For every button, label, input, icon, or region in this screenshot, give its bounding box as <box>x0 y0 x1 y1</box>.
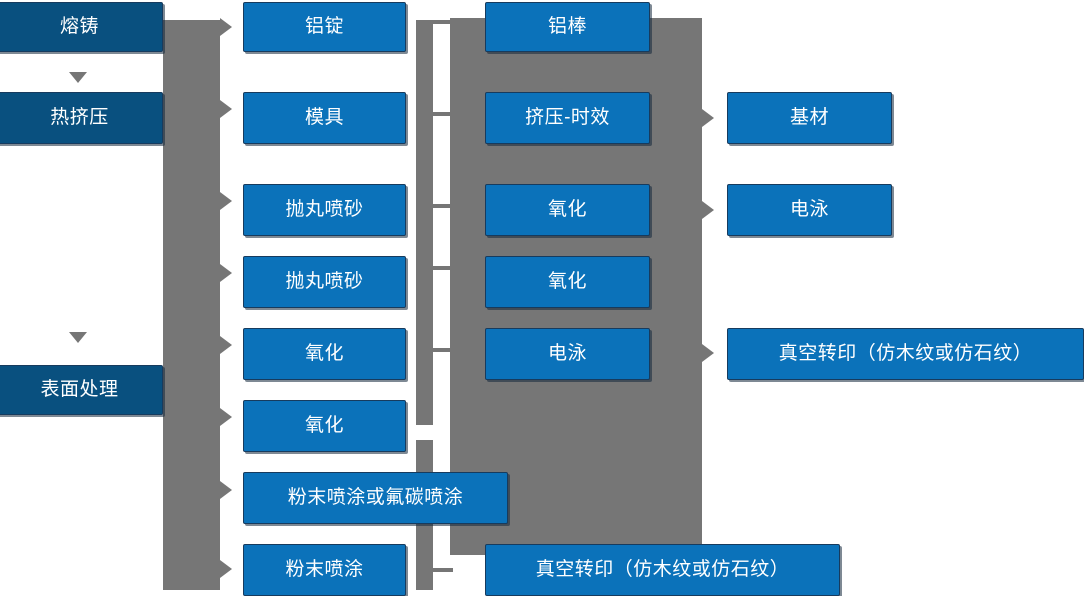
output-box-vacuum-transfer[interactable]: 真空转印（仿木纹或仿石纹） <box>727 328 1084 380</box>
treatment-label-electrophoresis: 电泳 <box>547 342 587 364</box>
treatment-box-oxidation-1[interactable]: 氧化 <box>485 184 650 236</box>
treatment-label-oxidation-1: 氧化 <box>547 198 587 220</box>
connector-stub-row-5 <box>433 348 453 352</box>
process-box-powder-coating[interactable]: 粉末喷涂 <box>243 544 406 596</box>
process-label-aluminum-ingot: 铝锭 <box>304 15 344 37</box>
process-label-powder-coating: 粉末喷涂 <box>285 558 364 580</box>
connector-arrow-to-mold <box>220 100 232 118</box>
stage-label-hot-extrusion: 热挤压 <box>50 106 109 128</box>
treatment-box-oxidation-2[interactable]: 氧化 <box>485 256 650 308</box>
treatment-box-extrusion-aging[interactable]: 挤压-时效 <box>485 92 650 144</box>
connector-stub-row-4 <box>433 266 453 270</box>
output-label-substrate: 基材 <box>789 106 829 128</box>
connector-riser-upper <box>416 20 433 425</box>
connector-arrow-to-aluminum-ingot <box>220 18 232 36</box>
connector-arrow-to-shot-blasting-2 <box>220 264 232 282</box>
process-label-shot-blasting-2: 抛丸喷砂 <box>285 270 364 292</box>
treatment-label-extrusion-aging: 挤压-时效 <box>525 106 610 128</box>
connector-arrow-to-oxidation-2 <box>220 408 232 426</box>
stage-label-melt-cast: 熔铸 <box>59 15 99 37</box>
treatment-label-oxidation-2: 氧化 <box>547 270 587 292</box>
output-box-electrophoresis[interactable]: 电泳 <box>727 184 892 236</box>
connector-arrow-melt-to-extrusion <box>69 72 87 83</box>
process-box-shot-blasting-1[interactable]: 抛丸喷砂 <box>243 184 406 236</box>
treatment-box-vacuum-transfer[interactable]: 真空转印（仿木纹或仿石纹） <box>485 544 840 596</box>
stage-box-hot-extrusion[interactable]: 热挤压 <box>0 92 163 144</box>
connector-stub-surface-treatment <box>163 388 187 391</box>
process-box-oxidation-2[interactable]: 氧化 <box>243 400 406 452</box>
process-box-powder-or-fluorocarbon[interactable]: 粉末喷涂或氟碳喷涂 <box>243 472 508 524</box>
process-label-shot-blasting-1: 抛丸喷砂 <box>285 198 364 220</box>
connector-arrow-to-substrate <box>702 109 714 127</box>
treatment-label-aluminum-bar: 铝棒 <box>547 15 587 37</box>
process-label-mold: 模具 <box>304 106 344 128</box>
output-label-electrophoresis: 电泳 <box>789 198 829 220</box>
process-label-powder-or-fluorocarbon: 粉末喷涂或氟碳喷涂 <box>287 486 464 508</box>
process-label-oxidation-1: 氧化 <box>304 342 344 364</box>
connector-arrow-extrusion-to-surface <box>69 332 87 343</box>
connector-stub-row-2 <box>433 112 453 116</box>
stage-box-surface-treatment[interactable]: 表面处理 <box>0 365 163 415</box>
connector-stub-row-1 <box>433 20 453 24</box>
connector-arrow-to-powder-or-fluorocarbon <box>220 481 232 499</box>
connector-arrow-to-powder-coating <box>220 560 232 578</box>
process-box-mold[interactable]: 模具 <box>243 92 406 144</box>
process-box-shot-blasting-2[interactable]: 抛丸喷砂 <box>243 256 406 308</box>
treatment-label-vacuum-transfer: 真空转印（仿木纹或仿石纹） <box>535 558 790 580</box>
stage-label-surface-treatment: 表面处理 <box>40 378 119 400</box>
output-label-vacuum-transfer: 真空转印（仿木纹或仿石纹） <box>778 342 1033 364</box>
connector-arrow-to-oxidation-1 <box>220 336 232 354</box>
connector-stub-row-3 <box>433 204 453 208</box>
stage-box-melt-cast[interactable]: 熔铸 <box>0 2 163 52</box>
output-box-substrate[interactable]: 基材 <box>727 92 892 144</box>
connector-spine-left <box>163 20 220 590</box>
connector-arrow-to-shot-blasting-1 <box>220 192 232 210</box>
process-box-aluminum-ingot[interactable]: 铝锭 <box>243 2 406 52</box>
process-box-oxidation-1[interactable]: 氧化 <box>243 328 406 380</box>
connector-arrow-to-electrophoresis <box>702 201 714 219</box>
connector-arrow-to-vacuum-transfer <box>702 344 714 362</box>
process-label-oxidation-2: 氧化 <box>304 414 344 436</box>
connector-stub-row-6 <box>433 568 453 572</box>
treatment-box-aluminum-bar[interactable]: 铝棒 <box>485 2 650 52</box>
treatment-box-electrophoresis[interactable]: 电泳 <box>485 328 650 380</box>
